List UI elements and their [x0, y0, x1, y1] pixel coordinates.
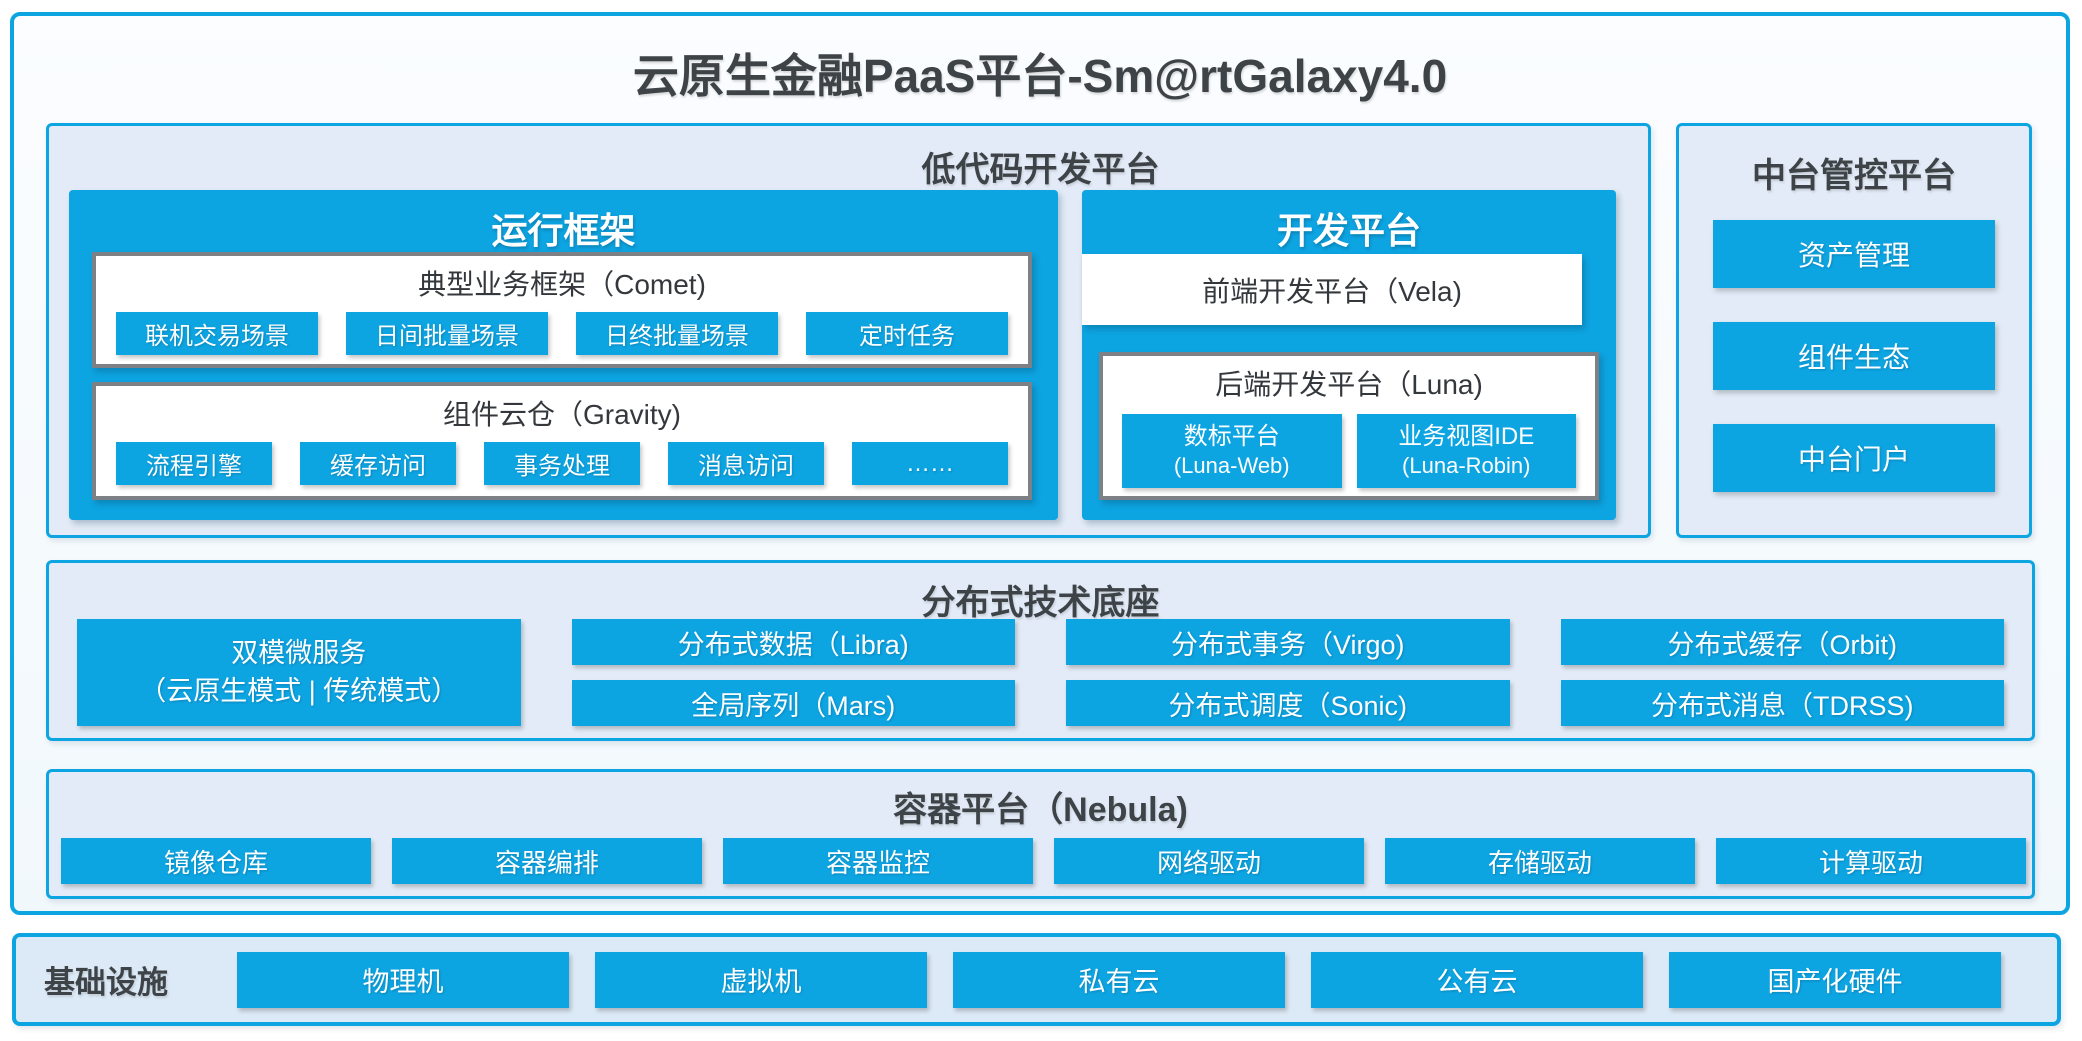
container-item-compute-driver: 计算驱动: [1716, 838, 2026, 884]
container-items-row: 镜像仓库 容器编排 容器监控 网络驱动 存储驱动 计算驱动: [61, 838, 2026, 884]
platform-diagram-container: 云原生金融PaaS平台-Sm@rtGalaxy4.0 低代码开发平台 运行框架 …: [10, 12, 2070, 915]
container-item-monitoring: 容器监控: [723, 838, 1033, 884]
infra-item-domestic-hardware: 国产化硬件: [1669, 951, 2001, 1008]
dev-platform-title: 开发平台: [1276, 210, 1421, 251]
comet-items-row: 联机交易场景 日间批量场景 日终批量场景 定时任务: [96, 312, 1028, 355]
gravity-warehouse-box: 组件云仓（Gravity) 流程引擎 缓存访问 事务处理 消息访问 ……: [92, 382, 1032, 500]
dist-item-sonic: 分布式调度（Sonic): [1066, 680, 1510, 726]
infrastructure-title: 基础设施: [44, 965, 168, 1000]
infra-item-public-cloud: 公有云: [1311, 951, 1643, 1008]
gravity-item-process-engine: 流程引擎: [116, 442, 272, 485]
luna-robin-code: (Luna-Robin): [1402, 453, 1531, 479]
vela-frontend-box: 前端开发平台（Vela): [1082, 254, 1582, 325]
mid-platform-title: 中台管控平台: [1752, 157, 1956, 195]
gravity-item-message-access: 消息访问: [668, 442, 824, 485]
low-code-platform-title: 低代码开发平台: [921, 151, 1160, 189]
runtime-framework-title: 运行框架: [491, 210, 636, 251]
luna-backend-box: 后端开发平台（Luna) 数标平台 (Luna-Web) 业务视图IDE (Lu…: [1099, 352, 1599, 500]
infrastructure-items: 物理机 虚拟机 私有云 公有云 国产化硬件: [237, 951, 2001, 1008]
comet-item-online-trade: 联机交易场景: [116, 312, 318, 355]
distributed-col-3: 分布式缓存（Orbit) 分布式消息（TDRSS): [1560, 619, 2004, 726]
dist-item-tdrss: 分布式消息（TDRSS): [1560, 680, 2004, 726]
comet-framework-box: 典型业务框架（Comet) 联机交易场景 日间批量场景 日终批量场景 定时任务: [92, 252, 1032, 368]
infra-item-private-cloud: 私有云: [953, 951, 1285, 1008]
luna-items-row: 数标平台 (Luna-Web) 业务视图IDE (Luna-Robin): [1103, 414, 1595, 488]
comet-framework-title: 典型业务框架（Comet): [418, 269, 706, 300]
distributed-base-panel: 分布式技术底座 双模微服务 （云原生模式 | 传统模式） 分布式数据（Libra…: [46, 560, 2035, 741]
comet-item-daytime-batch: 日间批量场景: [346, 312, 548, 355]
gravity-items-row: 流程引擎 缓存访问 事务处理 消息访问 ……: [96, 442, 1028, 485]
low-code-platform-panel: 低代码开发平台 运行框架 典型业务框架（Comet) 联机交易场景 日间批量场景…: [46, 123, 1651, 538]
container-item-storage-driver: 存储驱动: [1385, 838, 1695, 884]
distributed-col-dual-mode: 双模微服务 （云原生模式 | 传统模式）: [77, 619, 521, 726]
gravity-warehouse-title: 组件云仓（Gravity): [442, 399, 681, 430]
mid-item-portal: 中台门户: [1713, 424, 1995, 492]
distributed-col-2: 分布式事务（Virgo) 分布式调度（Sonic): [1066, 619, 1510, 726]
gravity-item-cache-access: 缓存访问: [300, 442, 456, 485]
luna-web-code: (Luna-Web): [1173, 453, 1290, 479]
page-title: 云原生金融PaaS平台-Sm@rtGalaxy4.0: [632, 50, 1448, 102]
dev-platform-box: 开发平台 前端开发平台（Vela) 后端开发平台（Luna) 数标平台 (Lun…: [1082, 190, 1616, 520]
container-item-image-registry: 镜像仓库: [61, 838, 371, 884]
gravity-item-more: ……: [852, 442, 1008, 485]
dist-item-mars: 全局序列（Mars): [571, 680, 1015, 726]
distributed-col-1: 分布式数据（Libra) 全局序列（Mars): [571, 619, 1015, 726]
luna-robin-name: 业务视图IDE: [1398, 423, 1535, 451]
dist-item-orbit: 分布式缓存（Orbit): [1560, 619, 2004, 665]
distributed-grid: 双模微服务 （云原生模式 | 传统模式） 分布式数据（Libra) 全局序列（M…: [77, 619, 2004, 726]
dist-item-virgo: 分布式事务（Virgo): [1066, 619, 1510, 665]
dist-item-libra: 分布式数据（Libra): [571, 619, 1015, 665]
infra-item-physical-machine: 物理机: [237, 951, 569, 1008]
runtime-framework-box: 运行框架 典型业务框架（Comet) 联机交易场景 日间批量场景 日终批量场景 …: [69, 190, 1058, 520]
gravity-item-transaction: 事务处理: [484, 442, 640, 485]
distributed-base-title: 分布式技术底座: [921, 584, 1160, 622]
luna-backend-title: 后端开发平台（Luna): [1215, 369, 1483, 400]
mid-platform-panel: 中台管控平台 资产管理 组件生态 中台门户: [1676, 123, 2032, 538]
luna-web-name: 数标平台: [1183, 423, 1280, 451]
container-platform-title: 容器平台（Nebula): [893, 791, 1188, 829]
comet-item-scheduled-task: 定时任务: [806, 312, 1008, 355]
dual-mode-line1: 双模微服务: [231, 637, 367, 668]
mid-item-asset-management: 资产管理: [1713, 220, 1995, 288]
mid-platform-items: 资产管理 组件生态 中台门户: [1679, 220, 2029, 492]
luna-robin-item: 业务视图IDE (Luna-Robin): [1356, 414, 1576, 488]
infra-item-virtual-machine: 虚拟机: [595, 951, 927, 1008]
dual-mode-line2: （云原生模式 | 传统模式）: [139, 675, 459, 706]
mid-item-component-ecosystem: 组件生态: [1713, 322, 1995, 390]
infrastructure-bar: 基础设施 物理机 虚拟机 私有云 公有云 国产化硬件: [12, 933, 2061, 1026]
luna-web-item: 数标平台 (Luna-Web): [1122, 414, 1342, 488]
comet-item-eod-batch: 日终批量场景: [576, 312, 778, 355]
container-item-network-driver: 网络驱动: [1054, 838, 1364, 884]
container-item-orchestration: 容器编排: [392, 838, 702, 884]
container-platform-panel: 容器平台（Nebula) 镜像仓库 容器编排 容器监控 网络驱动 存储驱动 计算…: [46, 769, 2035, 899]
dual-mode-microservice-item: 双模微服务 （云原生模式 | 传统模式）: [77, 619, 521, 726]
